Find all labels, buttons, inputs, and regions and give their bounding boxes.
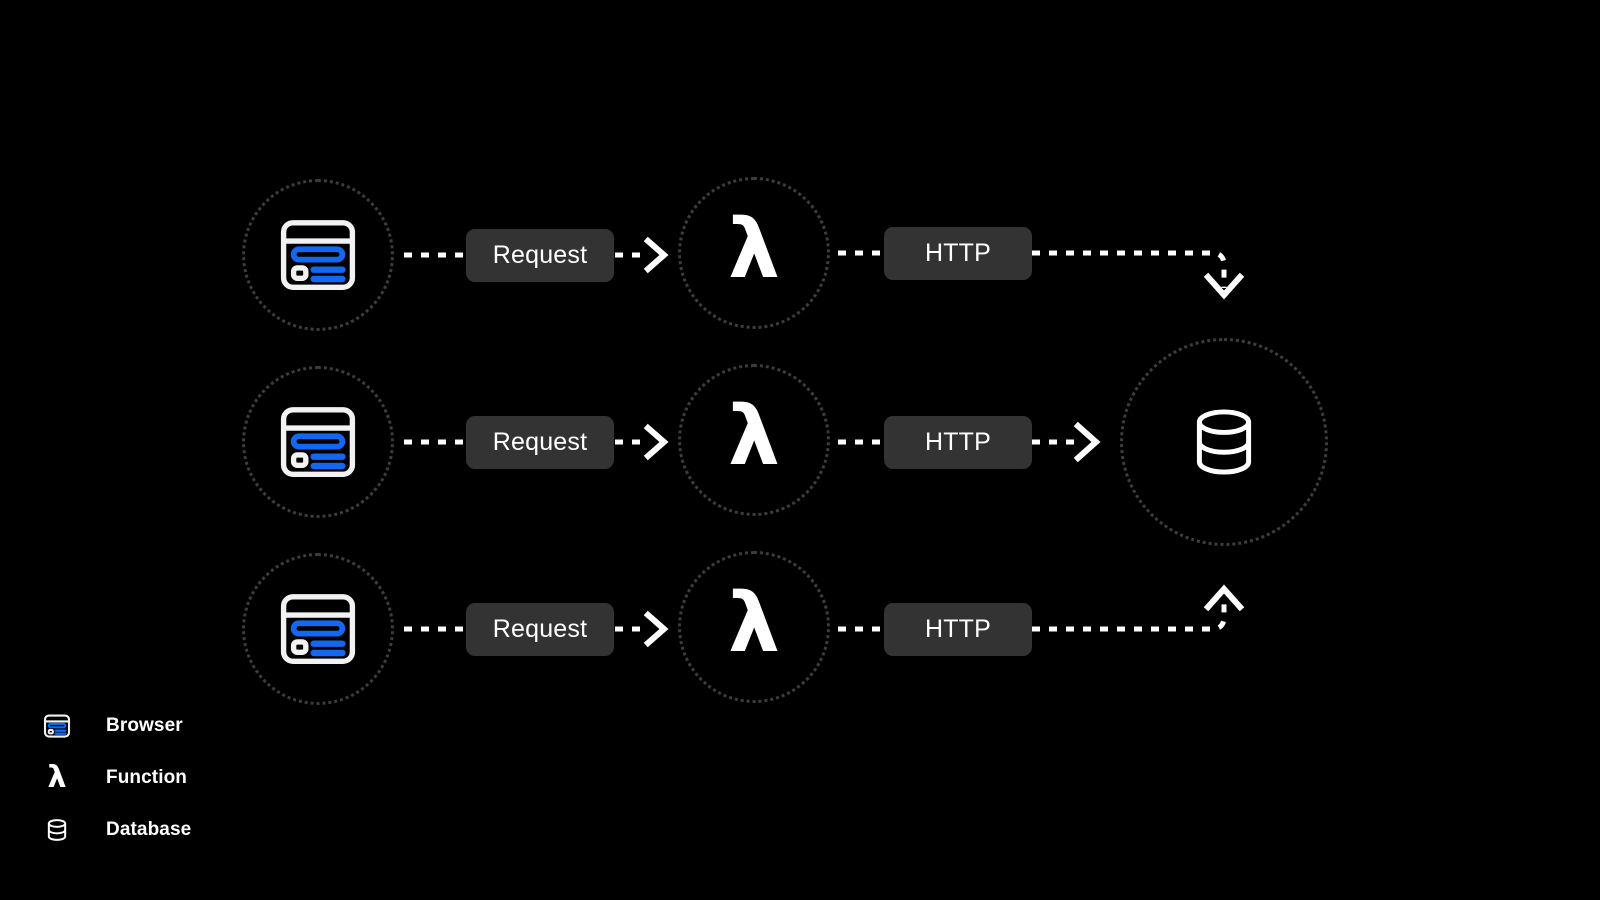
browser-icon	[275, 399, 361, 485]
request-chip-label: Request	[492, 428, 588, 456]
browser-icon	[275, 212, 361, 298]
browser-icon	[275, 586, 361, 672]
legend: Browser λ Function Database	[42, 700, 191, 856]
arrowhead-to-database-left	[1073, 421, 1101, 463]
legend-label-database: Database	[106, 819, 192, 840]
request-chip-1[interactable]: Request	[466, 229, 614, 282]
database-node[interactable]	[1120, 338, 1328, 546]
request-chip-2[interactable]: Request	[466, 416, 614, 469]
function-node-2[interactable]: λ	[678, 364, 830, 516]
connector-http-to-database-3	[1032, 598, 1227, 632]
legend-item-browser: Browser	[42, 700, 191, 752]
browser-node-3[interactable]	[242, 553, 394, 705]
request-chip-label: Request	[492, 615, 588, 643]
http-chip-label: HTTP	[924, 428, 992, 456]
legend-label-function: Function	[106, 767, 188, 788]
lambda-icon: λ	[728, 202, 780, 297]
database-icon	[42, 815, 72, 845]
lambda-icon: λ	[728, 389, 780, 484]
lambda-icon: λ	[47, 760, 67, 795]
database-icon	[1183, 401, 1265, 483]
arrowhead-request-to-function-2	[643, 423, 669, 461]
legend-item-function: λ Function	[42, 752, 191, 804]
arrowhead-to-database-bottom	[1203, 584, 1245, 612]
http-chip-label: HTTP	[924, 239, 992, 267]
legend-item-database: Database	[42, 804, 191, 856]
arrowhead-to-database-top	[1203, 272, 1245, 300]
legend-label-browser: Browser	[106, 715, 183, 736]
browser-node-1[interactable]	[242, 179, 394, 331]
request-chip-label: Request	[492, 241, 588, 269]
function-node-1[interactable]: λ	[678, 177, 830, 329]
http-chip-label: HTTP	[924, 615, 992, 643]
arrowhead-request-to-function-1	[643, 236, 669, 274]
browser-icon	[42, 711, 72, 741]
connector-http-to-database-1	[1032, 250, 1227, 288]
http-chip-3[interactable]: HTTP	[884, 603, 1032, 656]
http-chip-2[interactable]: HTTP	[884, 416, 1032, 469]
lambda-icon: λ	[728, 576, 780, 671]
function-node-3[interactable]: λ	[678, 551, 830, 703]
request-chip-3[interactable]: Request	[466, 603, 614, 656]
browser-node-2[interactable]	[242, 366, 394, 518]
http-chip-1[interactable]: HTTP	[884, 227, 1032, 280]
arrowhead-request-to-function-3	[643, 610, 669, 648]
